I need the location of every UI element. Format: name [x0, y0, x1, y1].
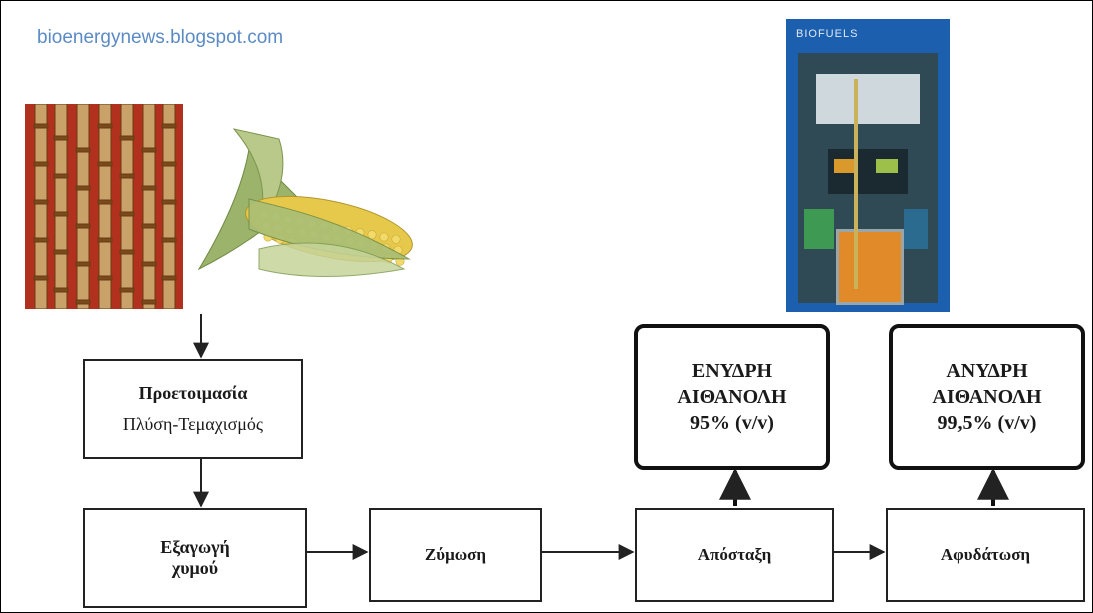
hydrous-concentration: 95% (v/v) — [690, 412, 774, 434]
distillation-label: Απόσταξη — [697, 545, 772, 564]
sugarcane-image — [25, 104, 183, 309]
dehydration-label: Αφυδάτωση — [940, 545, 1031, 564]
dehydration-box: Αφυδάτωση — [886, 508, 1085, 602]
biofuels-pump-image: BIOFUELS — [786, 19, 950, 312]
hydrous-ethanol-box: ΕΝΥΔΡΗ ΑΙΘΑΝΟΛΗ 95% (v/v) — [634, 324, 830, 470]
pump-header-label: BIOFUELS — [796, 28, 859, 40]
distillation-box: Απόσταξη — [635, 508, 834, 602]
hydrous-line2: ΑΙΘΑΝΟΛΗ — [677, 386, 787, 408]
anhydrous-ethanol-box: ΑΝΥΔΡΗ ΑΙΘΑΝΟΛΗ 99,5% (v/v) — [889, 324, 1085, 470]
hydrous-line1: ΕΝΥΔΡΗ — [691, 360, 773, 382]
anhydrous-line2: ΑΙΘΑΝΟΛΗ — [932, 386, 1042, 408]
corn-image — [197, 128, 413, 277]
anhydrous-line1: ΑΝΥΔΡΗ — [946, 360, 1028, 382]
extraction-box: Εξαγωγή χυμού — [83, 508, 307, 608]
fermentation-label: Ζύμωση — [424, 545, 487, 564]
pretreatment-subtitle: Πλύση-Τεμαχισμός — [122, 414, 264, 434]
anhydrous-concentration: 99,5% (v/v) — [937, 412, 1037, 434]
watermark-text: bioenergynews.blogspot.com — [37, 27, 284, 48]
pretreatment-title: Προετοιμασία — [138, 383, 248, 404]
extraction-line1: Εξαγωγή — [160, 537, 230, 558]
extraction-line2: χυμού — [171, 558, 219, 578]
pretreatment-box: Προετοιμασία Πλύση-Τεμαχισμός — [83, 359, 303, 459]
fermentation-box: Ζύμωση — [369, 508, 542, 602]
